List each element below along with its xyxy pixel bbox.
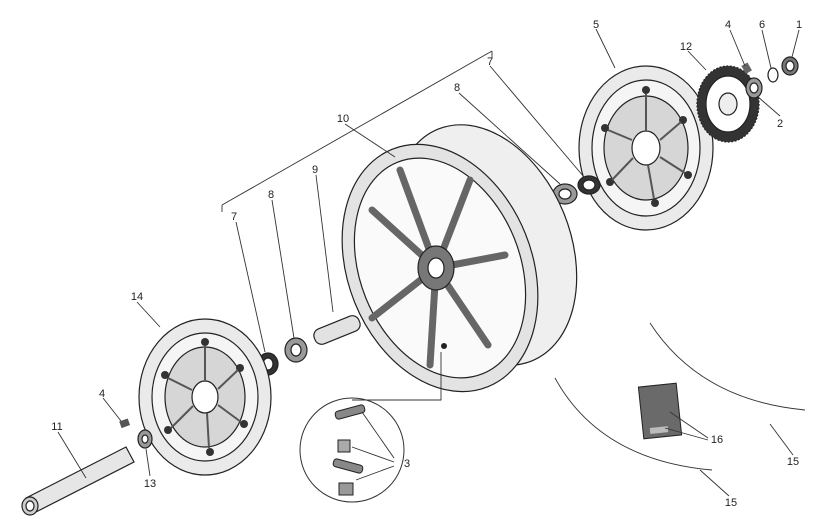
spacer-tube [313, 315, 361, 345]
hub-small-parts [741, 56, 799, 99]
label-7-left: 7 [231, 211, 237, 223]
wheel-rim [341, 124, 578, 393]
label-8-right: 8 [454, 82, 460, 94]
label-9: 9 [312, 164, 318, 176]
label-16: 16 [711, 434, 723, 446]
label-5: 5 [593, 19, 599, 31]
label-13: 13 [144, 478, 156, 490]
label-14: 14 [131, 291, 143, 303]
assembly-bracket [221, 50, 493, 212]
label-4-left: 4 [99, 388, 105, 400]
valve-detail [299, 352, 442, 503]
brake-disc-right [578, 65, 714, 231]
leader-lines [57, 28, 800, 497]
label-11: 11 [51, 421, 62, 433]
label-1: 1 [796, 19, 802, 31]
label-15-right: 15 [787, 456, 799, 468]
label-15-bottom: 15 [725, 497, 737, 509]
rim-stripes [554, 322, 806, 471]
right-bearing-and-seal [552, 175, 601, 205]
label-7-right: 7 [487, 56, 493, 68]
label-10: 10 [337, 113, 349, 125]
label-4-top: 4 [725, 19, 731, 31]
brake-disc-left [138, 318, 272, 476]
label-2: 2 [777, 118, 783, 130]
left-screw-and-washer [119, 418, 153, 449]
wheel-axle [21, 446, 135, 516]
sprocket [696, 65, 760, 143]
label-6: 6 [759, 19, 765, 31]
decal-sheet [637, 382, 683, 440]
label-12: 12 [680, 41, 692, 53]
label-3: 3 [404, 458, 410, 470]
label-8-left: 8 [268, 189, 274, 201]
